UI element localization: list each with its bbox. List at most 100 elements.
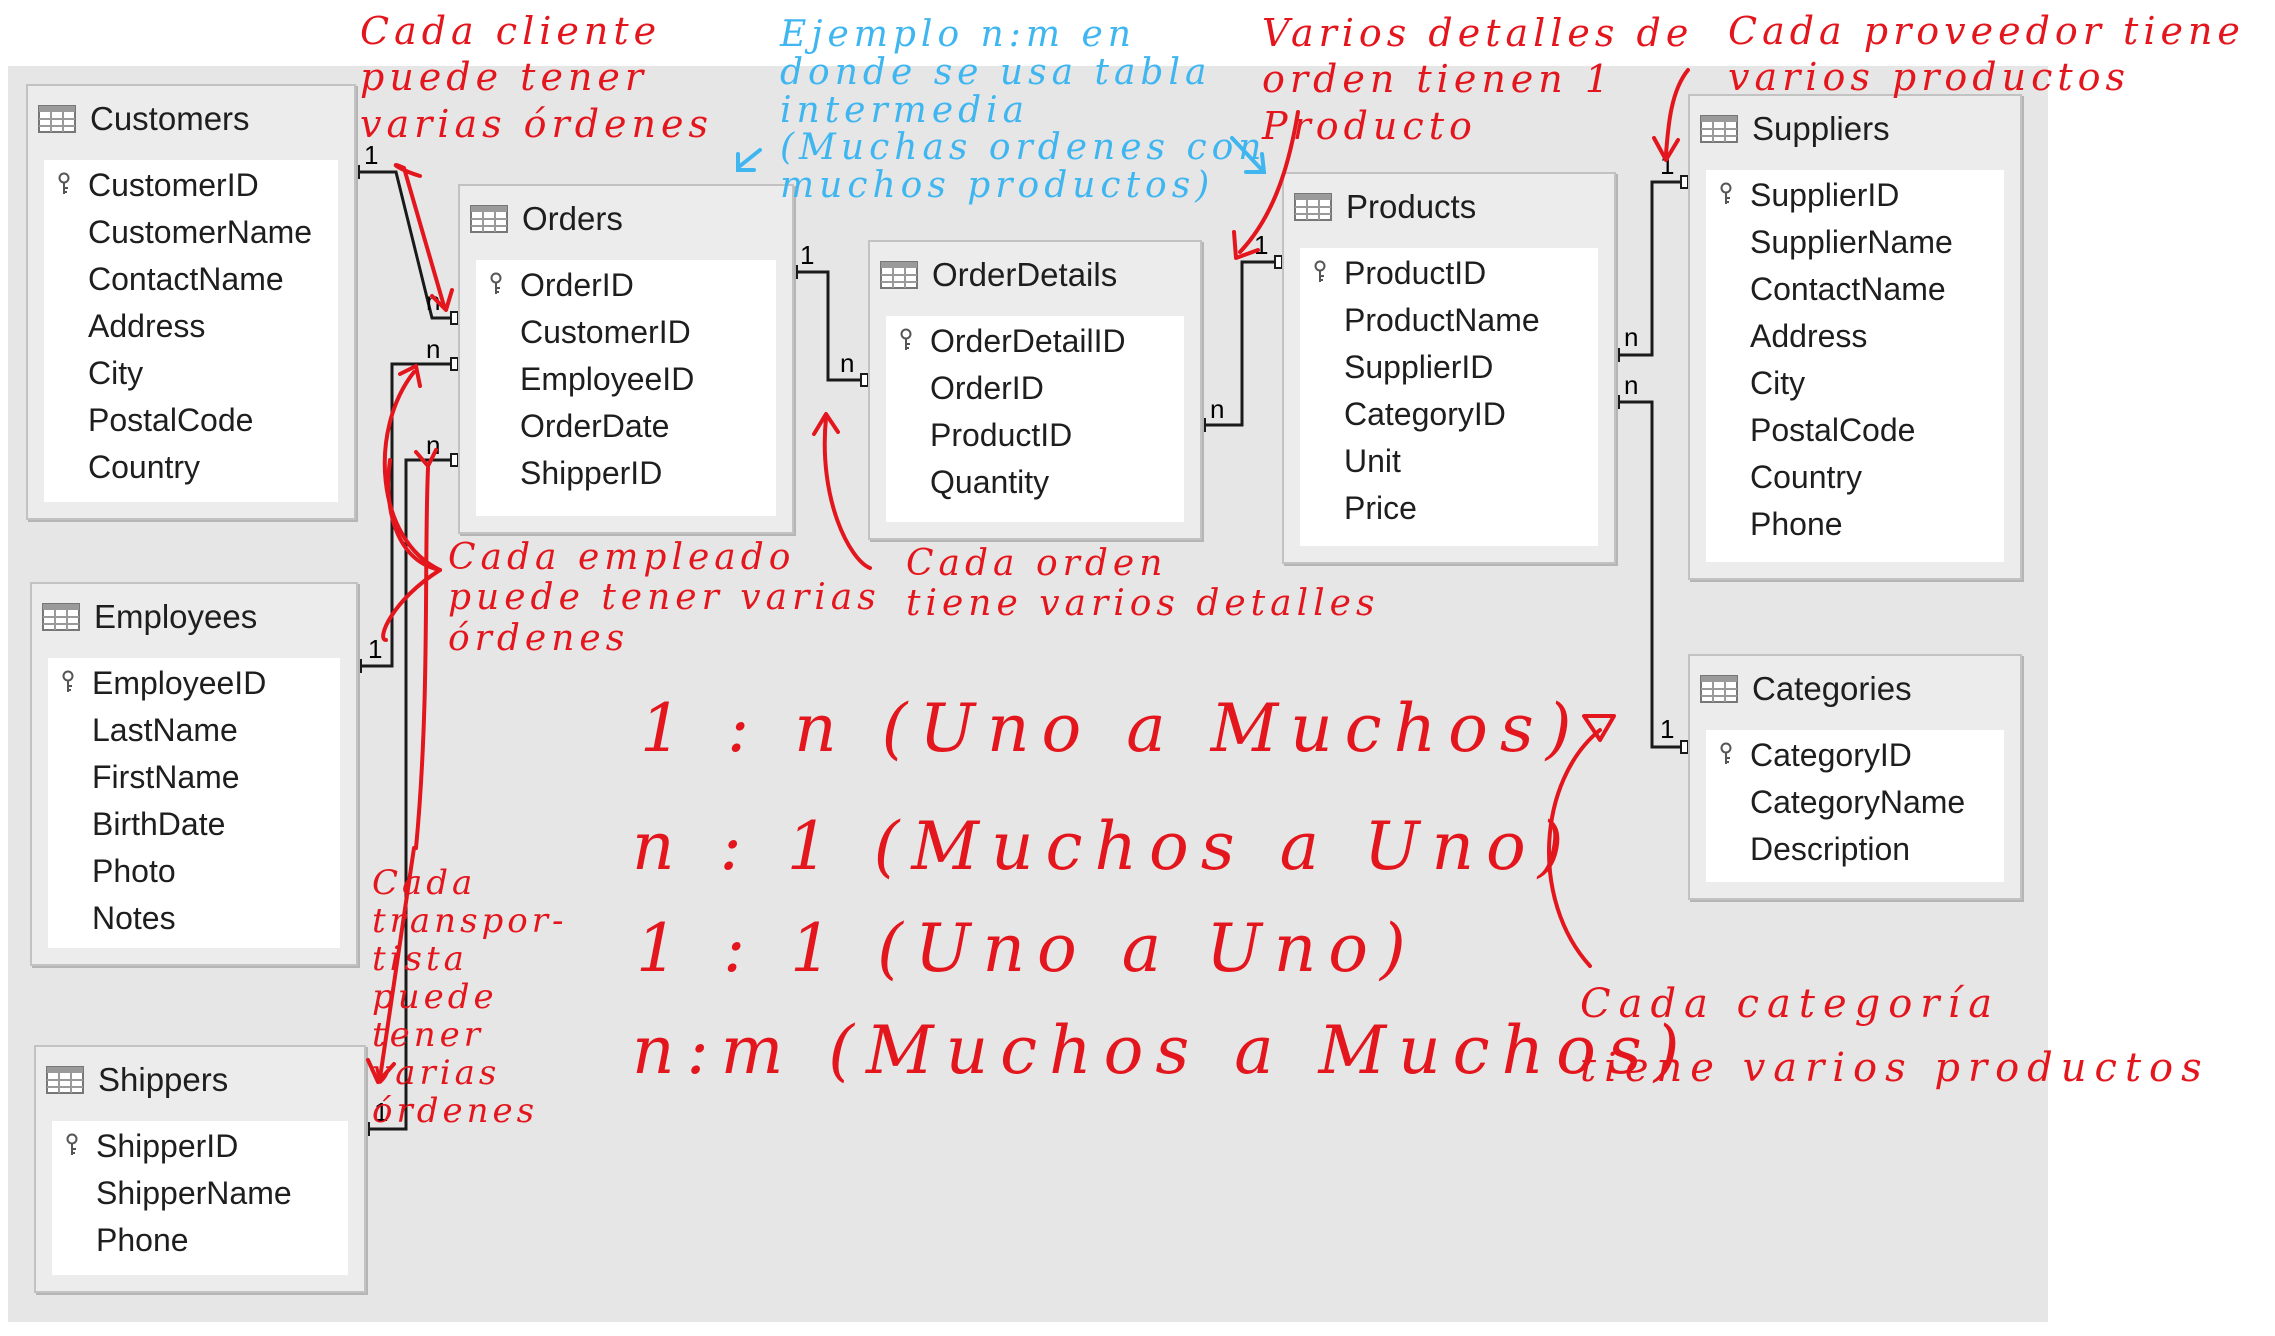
table-title: Products [1346,188,1477,225]
field-name: BirthDate [92,806,226,842]
arrow-proveedor [1664,68,1690,156]
table-header[interactable]: Orders [460,186,792,252]
field-row[interactable]: Country [44,444,338,491]
field-row[interactable]: Unit [1300,438,1598,485]
field-row[interactable]: ShipperID [52,1123,348,1170]
field-row[interactable]: ShipperName [52,1170,348,1217]
field-row[interactable]: SupplierName [1706,219,2004,266]
table-grid-icon [38,105,76,133]
field-row[interactable]: OrderDetailID [886,318,1184,365]
field-row[interactable]: City [1706,360,2004,407]
field-row[interactable]: City [44,350,338,397]
field-name: PostalCode [88,402,254,438]
field-row[interactable]: Quantity [886,459,1184,506]
field-row[interactable]: ProductID [1300,250,1598,297]
field-row[interactable]: ProductID [886,412,1184,459]
field-row[interactable]: CustomerID [44,162,338,209]
field-row[interactable]: Photo [48,848,340,895]
table-header[interactable]: Products [1284,174,1614,240]
key-icon [48,665,88,702]
field-name: OrderDate [520,408,670,444]
field-name: Address [1750,318,1868,354]
field-name: ShipperName [96,1175,292,1211]
key-icon [1706,737,1746,774]
rel-customers-orders [352,170,458,320]
rel-suppliers-products [1612,180,1688,357]
field-row[interactable]: Phone [1706,501,2004,548]
table-title: Shippers [98,1061,229,1098]
field-name: CustomerName [88,214,313,250]
field-name: ContactName [1750,271,1946,307]
field-row[interactable]: CategoryID [1300,391,1598,438]
table-title: Categories [1752,670,1912,707]
field-row[interactable]: ProductName [1300,297,1598,344]
field-name: CustomerID [520,314,691,350]
legend-item: 1 : n (Uno a Muchos) [640,690,1584,767]
field-row[interactable]: Address [44,303,338,350]
field-name: FirstName [92,759,240,795]
field-name: City [88,355,144,391]
field-row[interactable]: OrderDate [476,403,776,450]
field-row[interactable]: LastName [48,707,340,754]
table-title: Customers [90,100,250,137]
field-row[interactable]: Country [1706,454,2004,501]
field-row[interactable]: ContactName [44,256,338,303]
note-transportista: Cada transpor- tista puede tener varias … [372,863,568,1132]
rel-orders-orderdetails [790,270,868,382]
cardinality-many: n [1210,394,1225,424]
field-row[interactable]: SupplierID [1300,344,1598,391]
field-row[interactable]: SupplierID [1706,172,2004,219]
arrow-ejemplo-right [1230,136,1264,172]
key-icon [44,167,84,204]
field-row[interactable]: ShipperID [476,450,776,497]
table-orders[interactable]: Orders OrderID CustomerID EmployeeID OrderD… [458,184,794,534]
field-row[interactable]: PostalCode [44,397,338,444]
table-header[interactable]: Customers [28,86,354,152]
field-row[interactable]: Notes [48,895,340,942]
table-header[interactable]: Suppliers [1690,96,2020,162]
table-header[interactable]: Categories [1690,656,2020,722]
field-row[interactable]: CategoryID [1706,732,2004,779]
field-row[interactable]: EmployeeID [48,660,340,707]
field-row[interactable]: CustomerName [44,209,338,256]
field-row[interactable]: FirstName [48,754,340,801]
cardinality-one: 1 [368,634,383,664]
field-row[interactable]: Price [1300,485,1598,532]
table-title: OrderDetails [932,256,1118,293]
field-row[interactable]: PostalCode [1706,407,2004,454]
field-row[interactable]: BirthDate [48,801,340,848]
field-row[interactable]: Phone [52,1217,348,1264]
table-header[interactable]: OrderDetails [870,242,1200,308]
field-row[interactable]: OrderID [476,262,776,309]
field-row[interactable]: EmployeeID [476,356,776,403]
table-header[interactable]: Employees [32,584,356,650]
field-row[interactable]: Address [1706,313,2004,360]
field-row[interactable]: CategoryName [1706,779,2004,826]
field-row[interactable]: OrderID [886,365,1184,412]
arrow-empleado [382,370,442,572]
field-row[interactable]: ContactName [1706,266,2004,313]
field-row[interactable]: CustomerID [476,309,776,356]
table-grid-icon [1294,193,1332,221]
rel-products-orderdetails [1198,260,1282,427]
key-icon [1706,177,1746,214]
legend-item: n:m (Muchos a Muchos) [632,1012,1692,1089]
table-header[interactable]: Shippers [36,1047,364,1113]
table-grid-icon [46,1066,84,1094]
field-row[interactable]: Description [1706,826,2004,873]
